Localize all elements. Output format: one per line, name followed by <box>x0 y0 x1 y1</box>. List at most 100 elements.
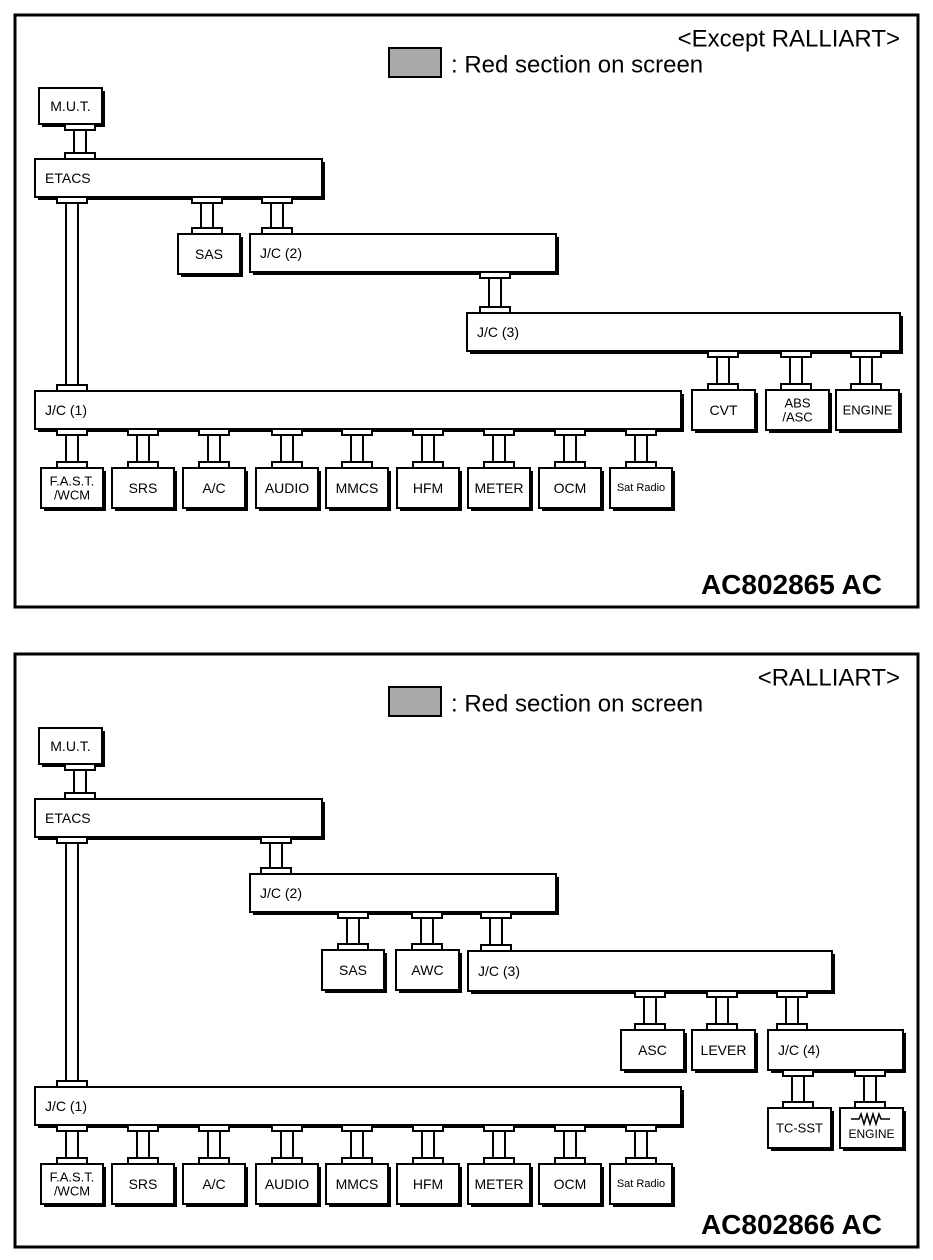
module-a-c-label: A/C <box>202 1176 225 1192</box>
module-jc3: J/C (3) <box>467 950 835 994</box>
bus-connector <box>198 428 230 469</box>
module-f-a-s-t-label: F.A.S.T. <box>50 474 95 489</box>
module-jc3: J/C (3) <box>466 312 903 354</box>
panel-frame <box>13 13 920 609</box>
module-etacs: ETACS <box>34 798 325 840</box>
module-tc-sst-label: TC-SST <box>776 1121 823 1136</box>
panel-frame <box>13 652 920 1249</box>
bus-connector <box>337 911 369 951</box>
module-etacs: ETACS <box>34 158 325 200</box>
module-sat-radio-label: Sat Radio <box>617 1178 665 1190</box>
module-abs-asc-label: /ASC <box>782 410 812 425</box>
module-jc3-label: J/C (3) <box>478 963 520 979</box>
variant-label: <Except RALLIART> <box>678 26 900 53</box>
module-tc-sst: TC-SST <box>767 1107 834 1151</box>
module-a-c: A/C <box>182 467 248 511</box>
module-audio: AUDIO <box>255 467 321 511</box>
module-hfm-label: HFM <box>413 480 443 496</box>
module-meter-label: METER <box>475 480 524 496</box>
module-engine: ENGINE <box>835 389 902 433</box>
variant-label: <RALLIART> <box>758 665 900 692</box>
module-f-a-s-t-label: /WCM <box>54 1184 90 1199</box>
module-jc1: J/C (1) <box>34 1086 684 1128</box>
module-abs-asc: ABS/ASC <box>765 389 832 433</box>
module-sat-radio-label: Sat Radio <box>617 482 665 494</box>
module-hfm: HFM <box>396 1163 462 1207</box>
module-ocm: OCM <box>538 1163 604 1207</box>
figure-id: AC802865 AC <box>701 569 882 600</box>
bus-connector <box>625 428 657 469</box>
bus-connector <box>127 1124 159 1165</box>
bus-connector <box>634 990 666 1031</box>
module-f-a-s-t-label: F.A.S.T. <box>50 1170 95 1185</box>
module-sat-radio: Sat Radio <box>609 1163 675 1207</box>
module-sas-label: SAS <box>339 962 367 978</box>
module-jc1-label: J/C (1) <box>45 1098 87 1114</box>
module-ocm: OCM <box>538 467 604 511</box>
module-mmcs: MMCS <box>325 467 391 511</box>
bus-connector <box>707 350 739 391</box>
module-jc4: J/C (4) <box>767 1029 906 1073</box>
module-awc: AWC <box>395 949 462 993</box>
module-jc1: J/C (1) <box>34 390 684 432</box>
module-hfm-label: HFM <box>413 1176 443 1192</box>
module-srs-label: SRS <box>129 1176 158 1192</box>
module-audio-label: AUDIO <box>265 1176 309 1192</box>
module-mut: M.U.T. <box>38 87 105 127</box>
resistor-mark-icon <box>851 1111 890 1127</box>
module-ocm-label: OCM <box>554 1176 587 1192</box>
module-etacs-label: ETACS <box>45 170 91 186</box>
module-jc2-label: J/C (2) <box>260 885 302 901</box>
bus-connector <box>127 428 159 469</box>
bus-connector <box>706 990 738 1031</box>
module-awc-label: AWC <box>411 962 443 978</box>
bus-connector <box>854 1069 886 1109</box>
module-engine: ENGINE <box>839 1107 906 1151</box>
module-asc-label: ASC <box>638 1042 667 1058</box>
bus-connector <box>411 911 443 951</box>
module-jc2-label: J/C (2) <box>260 245 302 261</box>
module-srs: SRS <box>111 1163 177 1207</box>
module-hfm: HFM <box>396 467 462 511</box>
bus-connector <box>198 1124 230 1165</box>
module-meter-label: METER <box>475 1176 524 1192</box>
module-lever-label: LEVER <box>701 1042 747 1058</box>
module-mmcs-label: MMCS <box>336 1176 379 1192</box>
bus-connector <box>480 911 512 952</box>
module-asc: ASC <box>620 1029 687 1073</box>
bus-connector <box>56 196 88 392</box>
bus-connector <box>261 196 293 235</box>
bus-connector <box>56 1124 88 1165</box>
bus-connector <box>64 763 96 800</box>
module-sat-radio: Sat Radio <box>609 467 675 511</box>
bus-connector <box>850 350 882 391</box>
module-meter: METER <box>467 1163 533 1207</box>
module-sas: SAS <box>321 949 387 993</box>
module-f-a-s-t-label: /WCM <box>54 488 90 503</box>
module-jc2: J/C (2) <box>249 233 559 275</box>
bus-connector <box>341 428 373 469</box>
module-cvt: CVT <box>691 389 758 433</box>
module-meter: METER <box>467 467 533 511</box>
bus-connector <box>776 990 808 1031</box>
bus-connector <box>271 428 303 469</box>
module-jc2: J/C (2) <box>249 873 559 915</box>
module-audio-label: AUDIO <box>265 480 309 496</box>
bus-connector <box>780 350 812 391</box>
module-srs: SRS <box>111 467 177 511</box>
bus-connector <box>260 836 292 875</box>
bus-connector <box>625 1124 657 1165</box>
bus-connector <box>64 123 96 160</box>
bus-connector <box>56 836 88 1088</box>
module-etacs-label: ETACS <box>45 810 91 826</box>
panel-ralliart: <RALLIART>: Red section on screenM.U.T.E… <box>13 652 920 1249</box>
module-f-a-s-t: F.A.S.T./WCM <box>40 467 106 511</box>
bus-connector <box>554 428 586 469</box>
legend-swatch <box>388 47 442 78</box>
bus-connector <box>412 428 444 469</box>
module-cvt-label: CVT <box>710 402 738 418</box>
module-jc1-label: J/C (1) <box>45 402 87 418</box>
module-sas-label: SAS <box>195 246 223 262</box>
bus-connector <box>554 1124 586 1165</box>
